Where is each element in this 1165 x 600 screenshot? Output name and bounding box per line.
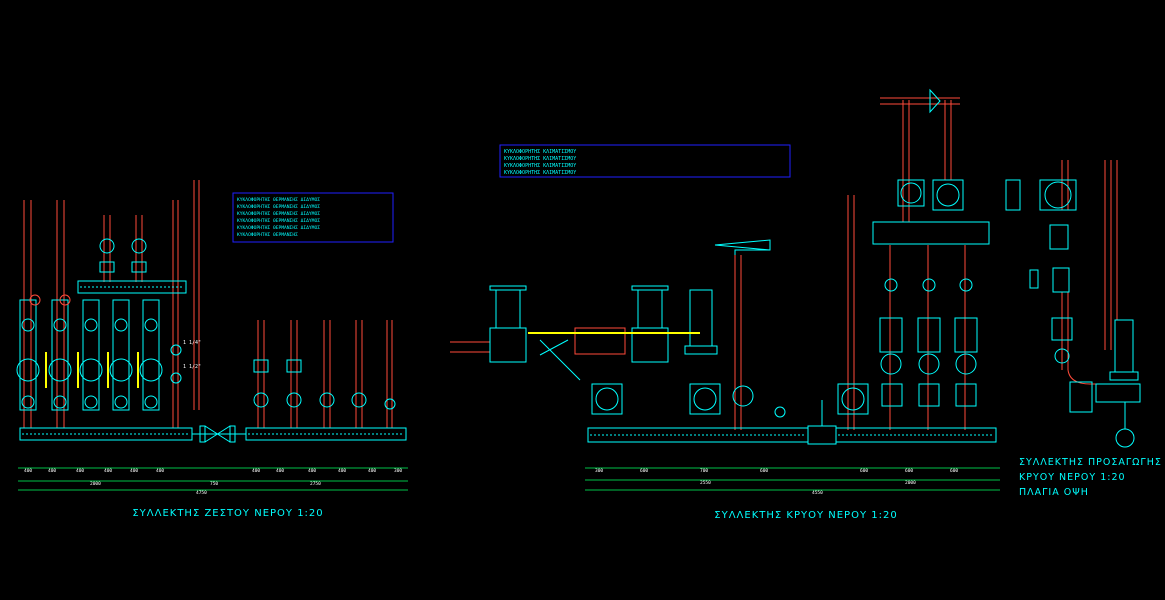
hot-bypass-lines: [45, 352, 139, 388]
hot-legend-line-4: ΚΥΚΛΟΦΟΡΗΤΗΣ ΘΕΡΜΑΝΣΗΣ ΔΙΔΥΜΟΣ: [237, 218, 320, 224]
svg-text:300: 300: [595, 468, 603, 474]
svg-text:400: 400: [308, 468, 316, 474]
hot-legend-line-2: ΚΥΚΛΟΦΟΡΗΤΗΣ ΘΕΡΜΑΝΣΗΣ ΔΙΔΥΜΟΣ: [237, 204, 320, 210]
svg-text:400: 400: [48, 468, 56, 474]
cold-dimensions: [585, 467, 1000, 491]
svg-text:400: 400: [156, 468, 164, 474]
svg-text:4750: 4750: [196, 490, 207, 496]
upper-hot-header: [77, 280, 187, 294]
hot-branch-valves: [170, 344, 396, 410]
svg-text:400: 400: [338, 468, 346, 474]
supply-collector-side-view: ΣΥΛΛΕΚΤΗΣ ΠΡΟΣΑΓΩΓΗΣ ΚΡΥΟΥ ΝΕΡΟΥ 1:20 ΠΛ…: [1005, 160, 1162, 498]
svg-text:700: 700: [700, 468, 708, 474]
svg-text:400: 400: [104, 468, 112, 474]
svg-text:2000: 2000: [90, 481, 101, 487]
svg-text:600: 600: [950, 468, 958, 474]
cold-pump-legend: ΚΥΚΛΟΦΟΡΗΤΗΣ ΚΛΙΜΑΤΙΣΜΟΥ ΚΥΚΛΟΦΟΡΗΤΗΣ ΚΛ…: [499, 144, 791, 178]
supply-title-line-3: ΠΛΑΓΙΑ ΟΨΗ: [1019, 487, 1089, 498]
hot-pump-legend: ΚΥΚΛΟΦΟΡΗΤΗΣ ΘΕΡΜΑΝΣΗΣ ΔΙΔΥΜΟΣ ΚΥΚΛΟΦΟΡΗ…: [232, 192, 394, 243]
cold-inlet: [450, 285, 718, 381]
svg-text:750: 750: [210, 481, 218, 487]
svg-text:400: 400: [24, 468, 32, 474]
svg-text:600: 600: [905, 468, 913, 474]
hot-legend-line-1: ΚΥΚΛΟΦΟΡΗΤΗΣ ΘΕΡΜΑΝΣΗΣ ΔΙΔΥΜΟΣ: [237, 197, 320, 203]
svg-text:400: 400: [76, 468, 84, 474]
hot-legend-line-5: ΚΥΚΛΟΦΟΡΗΤΗΣ ΘΕΡΜΑΝΣΗΣ ΔΙΔΥΜΟΣ: [237, 225, 320, 231]
hot-dimensions: [18, 467, 408, 491]
svg-text:400: 400: [368, 468, 376, 474]
hot-collector-title: ΣΥΛΛΕΚΤΗΣ ΖΕΣΤΟΥ ΝΕΡΟΥ 1:20: [132, 508, 323, 519]
cold-collector-title: ΣΥΛΛΕΚΤΗΣ ΚΡΥΟΥ ΝΕΡΟΥ 1:20: [714, 510, 897, 521]
svg-text:400: 400: [130, 468, 138, 474]
svg-text:4550: 4550: [812, 490, 823, 496]
svg-text:2550: 2550: [700, 480, 711, 486]
hot-legend-line-6: ΚΥΚΛΟΦΟΡΗΤΗΣ ΘΕΡΜΑΝΣΗΣ: [237, 232, 298, 238]
cold-dimension-texts: 300 600 700 600 600 600 600 2550 2000 45…: [595, 468, 958, 496]
svg-text:400: 400: [276, 468, 284, 474]
hot-legend-line-3: ΚΥΚΛΟΦΟΡΗΤΗΣ ΘΕΡΜΑΝΣΗΣ ΔΙΔΥΜΟΣ: [237, 211, 320, 217]
cold-pumps: [872, 179, 990, 407]
hot-pumps: [16, 294, 163, 411]
svg-text:600: 600: [640, 468, 648, 474]
cold-legend-line-3: ΚΥΚΛΟΦΟΡΗΤΗΣ ΚΛΙΜΑΤΙΣΜΟΥ: [504, 163, 576, 169]
hot-side-label-1: 1 1/4": [183, 340, 201, 346]
svg-text:2000: 2000: [905, 480, 916, 486]
hot-dimension-texts: 400 400 400 400 400 400 400 400 400 400 …: [24, 468, 402, 496]
supply-title-line-1: ΣΥΛΛΕΚΤΗΣ ΠΡΟΣΑΓΩΓΗΣ: [1019, 457, 1162, 468]
svg-text:300: 300: [394, 468, 402, 474]
svg-text:600: 600: [760, 468, 768, 474]
hot-collector: ΚΥΚΛΟΦΟΡΗΤΗΣ ΘΕΡΜΑΝΣΗΣ ΔΙΔΥΜΟΣ ΚΥΚΛΟΦΟΡΗ…: [16, 180, 408, 519]
cold-risers: [734, 97, 966, 430]
supply-title-line-2: ΚΡΥΟΥ ΝΕΡΟΥ 1:20: [1019, 472, 1126, 483]
svg-text:2750: 2750: [310, 481, 321, 487]
hot-header-valves: [99, 238, 147, 273]
hot-risers: [23, 180, 393, 428]
cold-legend-line-2: ΚΥΚΛΟΦΟΡΗΤΗΣ ΚΛΙΜΑΤΙΣΜΟΥ: [504, 156, 576, 162]
svg-text:400: 400: [252, 468, 260, 474]
svg-text:600: 600: [860, 468, 868, 474]
cold-gauges: [591, 383, 869, 418]
cold-collector: ΚΥΚΛΟΦΟΡΗΤΗΣ ΚΛΙΜΑΤΙΣΜΟΥ ΚΥΚΛΟΦΟΡΗΤΗΣ ΚΛ…: [450, 88, 1000, 521]
hot-side-label-2: 1 1/2": [183, 364, 201, 370]
cold-legend-line-1: ΚΥΚΛΟΦΟΡΗΤΗΣ ΚΛΙΜΑΤΙΣΜΟΥ: [504, 149, 576, 155]
cold-legend-line-4: ΚΥΚΛΟΦΟΡΗΤΗΣ ΚΛΙΜΑΤΙΣΜΟΥ: [504, 170, 576, 176]
